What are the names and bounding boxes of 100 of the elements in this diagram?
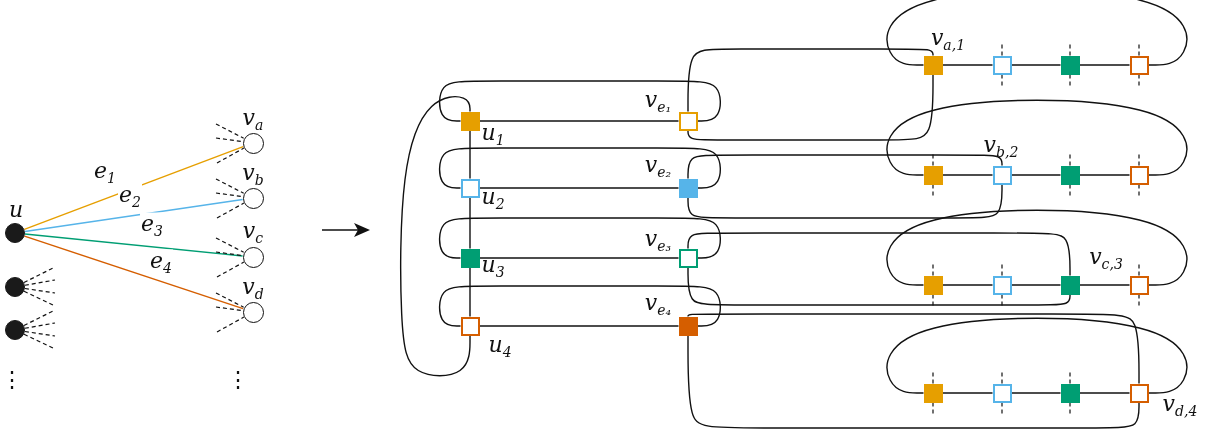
edge-line xyxy=(478,187,680,189)
dashed-stub xyxy=(1138,152,1140,198)
vertex-square xyxy=(1129,55,1149,75)
curved-edge xyxy=(886,0,1188,66)
edge-line xyxy=(23,235,244,310)
edge-line xyxy=(1010,392,1062,394)
edge-line xyxy=(478,325,680,327)
dashed-stub xyxy=(216,202,245,219)
ellipsis-label: ⋮ xyxy=(227,369,249,391)
vertex-circle xyxy=(242,246,264,268)
vertex-dot xyxy=(5,277,25,297)
curved-edge xyxy=(687,183,1003,219)
vertex-square xyxy=(992,55,1012,75)
edge-line xyxy=(478,120,680,122)
edge-line xyxy=(1078,392,1131,394)
edge-line xyxy=(1010,174,1062,176)
edge-line xyxy=(23,146,244,231)
vertex-label: v$_{b}$ xyxy=(242,161,264,187)
edge-line xyxy=(1010,64,1062,66)
edge-line xyxy=(469,129,471,180)
curved-edge xyxy=(438,285,721,327)
dashed-stub xyxy=(1001,370,1003,416)
vertex-label: u xyxy=(8,199,24,221)
vertex-label: v$_{b,2}$ xyxy=(983,133,1019,159)
vertex-square xyxy=(460,111,480,131)
vertex-square xyxy=(460,248,480,268)
dashed-stub xyxy=(23,266,56,284)
edge-label: e$_{3}$ xyxy=(140,212,164,238)
curved-edge xyxy=(886,209,1188,286)
curved-edge xyxy=(687,334,1140,429)
edge-line xyxy=(478,257,680,259)
dashed-stub xyxy=(215,306,244,312)
vertex-circle xyxy=(242,132,264,154)
dashed-stub xyxy=(1138,262,1140,308)
edge-line xyxy=(1078,174,1131,176)
curved-edge xyxy=(687,48,934,113)
vertex-label: v$_{a,1}$ xyxy=(930,26,966,52)
vertex-square xyxy=(923,165,943,185)
dashed-stub xyxy=(23,290,56,307)
curved-edge xyxy=(687,154,1003,180)
vertex-circle xyxy=(242,187,264,209)
vertex-label: u$_{3}$ xyxy=(481,253,505,279)
dashed-stub xyxy=(1069,152,1071,198)
dashed-stub xyxy=(932,262,934,308)
curved-edge xyxy=(400,96,471,377)
vertex-square xyxy=(678,111,698,131)
vertex-square xyxy=(1060,383,1080,403)
curved-edge xyxy=(687,73,934,141)
dashed-stub xyxy=(24,279,56,286)
vertex-label: v$_{d}$ xyxy=(242,275,264,301)
vertex-square xyxy=(460,316,480,336)
dashed-stub xyxy=(24,322,56,329)
vertex-circle xyxy=(242,301,264,323)
dashed-stub xyxy=(215,192,244,198)
dashed-stub xyxy=(215,292,245,308)
vertex-square xyxy=(1060,275,1080,295)
vertex-square xyxy=(1060,55,1080,75)
dashed-stub xyxy=(216,316,245,333)
curved-edge xyxy=(886,317,1188,394)
curved-edge xyxy=(687,266,1071,306)
dashed-stub xyxy=(216,147,245,164)
edge-line xyxy=(469,266,471,318)
vertex-label: v$_{c,3}$ xyxy=(1089,245,1123,271)
curved-edge xyxy=(438,80,721,122)
vertex-label: v$_{a}$ xyxy=(242,106,264,132)
vertex-label: u$_{4}$ xyxy=(488,333,512,359)
vertex-label: u$_{2}$ xyxy=(481,185,505,211)
vertex-label: v$_{e₂}$ xyxy=(644,153,672,179)
vertex-label: u$_{1}$ xyxy=(481,121,505,147)
dashed-stub xyxy=(23,309,56,327)
dashed-stub xyxy=(1069,370,1071,416)
edge-line xyxy=(941,64,994,66)
edge-line xyxy=(941,174,994,176)
curved-edge xyxy=(687,313,1140,385)
dashed-stub xyxy=(215,178,245,194)
dashed-stub xyxy=(215,137,244,143)
vertex-square xyxy=(1060,165,1080,185)
vertex-label: v$_{c}$ xyxy=(242,219,264,245)
edge-line xyxy=(1078,64,1131,66)
vertex-square xyxy=(678,316,698,336)
dashed-stub xyxy=(23,333,56,350)
vertex-square xyxy=(923,383,943,403)
dashed-stub xyxy=(1001,262,1003,308)
vertex-dot xyxy=(5,223,25,243)
dashed-stub xyxy=(24,287,56,294)
dashed-stub xyxy=(1001,42,1003,88)
vertex-label: v$_{e₄}$ xyxy=(644,291,672,317)
dashed-stub xyxy=(215,237,245,253)
edge-line xyxy=(941,392,994,394)
dashed-stub xyxy=(1069,42,1071,88)
curved-edge xyxy=(886,99,1188,176)
edge-line xyxy=(941,284,994,286)
edge-line xyxy=(469,196,471,250)
dashed-stub xyxy=(215,251,244,257)
vertex-square xyxy=(992,165,1012,185)
vertex-label: v$_{e₃}$ xyxy=(644,227,672,253)
vertex-label: v$_{d,4}$ xyxy=(1162,392,1198,418)
curved-edge xyxy=(438,217,721,259)
curved-edge xyxy=(687,232,1071,277)
curved-edge xyxy=(438,147,721,189)
